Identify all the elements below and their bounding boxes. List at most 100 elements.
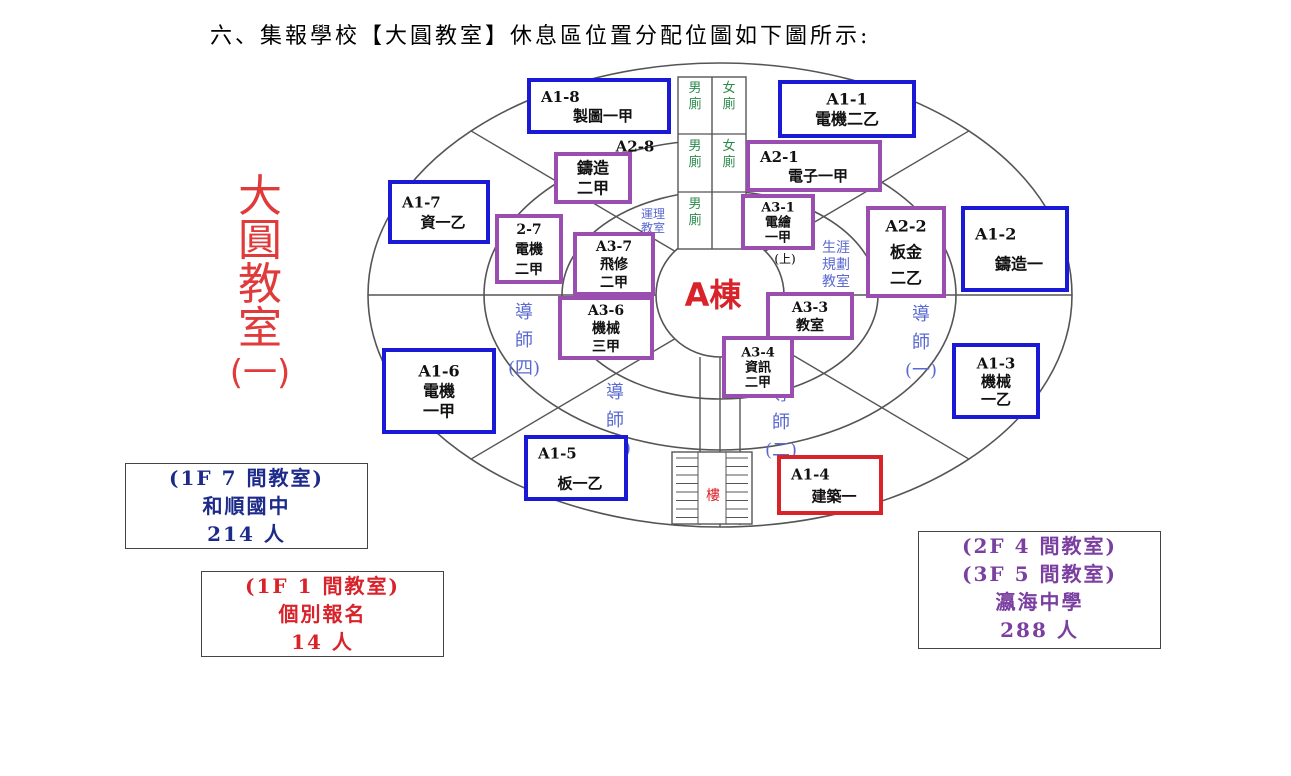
room-label: 二甲: [577, 179, 609, 198]
side-label-char: 教: [238, 259, 282, 310]
floor-mark: (上): [774, 252, 795, 266]
room-label: A2-2: [884, 217, 926, 236]
room-label: 電繪: [765, 215, 792, 231]
zone-label: 規劃: [822, 257, 850, 273]
room-label: A2-8: [615, 137, 655, 155]
info-line: 14 人: [291, 630, 354, 654]
room-box-border: [388, 180, 490, 244]
room-box-border: [866, 206, 946, 298]
zone-label: 運理: [641, 207, 665, 221]
info-line: (3F 5 間教室): [962, 562, 1117, 586]
info-box-individual: (1F 1 間教室) 個別報名 14 人: [201, 571, 444, 657]
zone-label: 師: [515, 330, 533, 351]
info-box-hoshun: (1F 7 間教室) 和順國中 214 人: [125, 463, 368, 549]
room-label: 二甲: [515, 262, 543, 278]
side-label-char: (一): [229, 353, 291, 393]
zone-label: (四): [508, 358, 540, 379]
room-label: 電機: [515, 241, 543, 258]
room-label: A1-3: [976, 354, 1016, 372]
room-box-border: [952, 343, 1040, 419]
info-line: 瀛海中學: [995, 590, 1084, 614]
room-box-border: [778, 80, 916, 138]
stairs-label: 樓: [706, 488, 720, 504]
room-label: 一甲: [765, 231, 791, 246]
room-label: 飛修: [599, 256, 629, 273]
room-label: 電機二乙: [815, 110, 879, 129]
room-box-border: [746, 140, 882, 192]
restroom-label: 男: [688, 81, 701, 96]
zone-label: 導: [606, 382, 624, 403]
info-line: (2F 4 間教室): [962, 534, 1117, 558]
restroom-label: 廁: [688, 154, 701, 170]
room-a2-8-label: A2-8: [615, 137, 655, 155]
side-label-char: 大: [238, 171, 282, 222]
room-box-border: [741, 194, 815, 250]
spoke-line: [764, 338, 970, 460]
room-label: 二甲: [600, 275, 628, 291]
room-box-border: [722, 336, 794, 398]
restroom-label: 廁: [722, 96, 735, 112]
restroom-label: 女: [722, 80, 735, 96]
room-label: 板一乙: [557, 474, 602, 492]
restroom-label: 廁: [688, 212, 701, 228]
room-label: 一甲: [423, 402, 455, 421]
room-box-border: [961, 206, 1069, 292]
room-box-border: [495, 214, 563, 284]
restroom-label: 男: [688, 197, 701, 212]
room-label: 資訊: [745, 360, 771, 376]
zone-label: 教室: [641, 220, 665, 235]
info-line: 個別報名: [278, 602, 367, 626]
restroom-label: 廁: [722, 154, 735, 170]
zone-label: 師: [772, 412, 790, 433]
room-label: 製圖一甲: [572, 107, 633, 125]
restroom-label: 廁: [688, 96, 701, 112]
room-label: A1-4: [790, 465, 830, 483]
room-box-border: [382, 348, 496, 434]
room-label: A1-6: [417, 362, 459, 381]
info-line: 288 人: [1000, 618, 1079, 642]
restroom-label: 男: [688, 139, 701, 154]
room-box-border: [558, 296, 654, 360]
room-a3-3: A3-3教室: [766, 292, 854, 340]
big-classroom-label: 大 圓 教 室 (一): [205, 175, 315, 405]
zone-label: 教室: [822, 273, 850, 290]
room-label: 資一乙: [420, 213, 465, 231]
room-label: A1-1: [825, 90, 867, 109]
room-label: A1-8: [540, 88, 580, 106]
zone-label: 師: [606, 410, 624, 431]
room-box-border: [527, 78, 671, 134]
room-label: A3-3: [791, 300, 828, 316]
page-title: 六、集報學校【大圓教室】休息區位置分配位圖如下圖所示:: [210, 24, 871, 49]
room-label: A3-6: [587, 303, 624, 319]
room-label: 機械: [592, 320, 620, 337]
room-label: A2-1: [759, 148, 799, 166]
zone-label: 導: [912, 304, 930, 325]
info-line: (1F 1 間教室): [245, 574, 400, 598]
room-box-border: [554, 152, 632, 204]
room-label: 板金: [890, 243, 923, 262]
room-label: 機械: [981, 372, 1011, 390]
zone-label: (一): [905, 360, 937, 381]
room-box-border: [766, 292, 854, 340]
room-label: 電子一甲: [788, 167, 848, 185]
room-label: 鑄造一: [994, 255, 1043, 274]
room-label: 建築一: [811, 487, 856, 505]
room-a1-4: A1-4 建築一: [777, 455, 883, 515]
info-line: 214 人: [207, 522, 286, 546]
room-label: 一乙: [981, 390, 1011, 408]
restroom-label: 女: [722, 138, 735, 154]
room-label: A3-1: [760, 201, 795, 216]
side-label-char: 室: [238, 303, 282, 354]
info-line: (1F 7 間教室): [169, 466, 324, 490]
